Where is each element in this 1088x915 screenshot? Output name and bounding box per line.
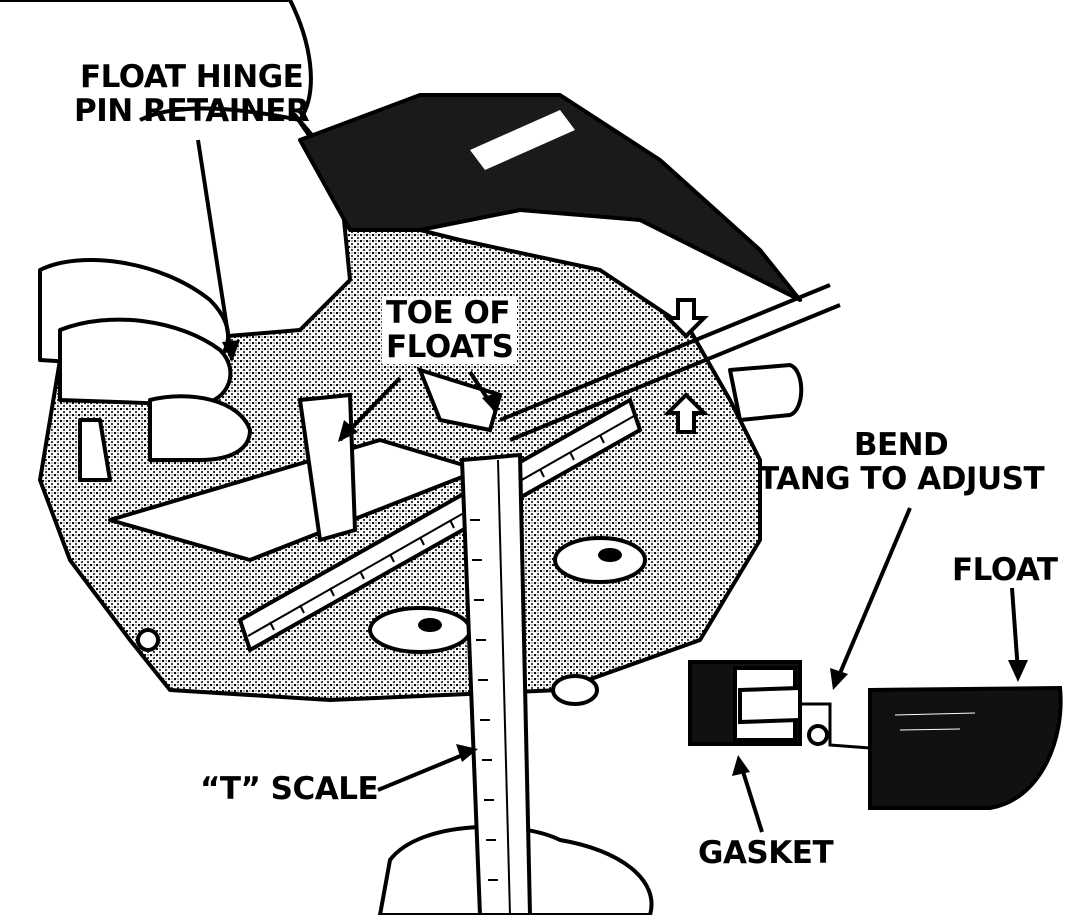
label-bend-tang-to-adjust: BEND TANG TO ADJUST xyxy=(758,427,1045,497)
label-toe-line2: FLOATS xyxy=(386,329,514,365)
arrowhead-float xyxy=(1008,660,1028,682)
label-toe-line1: TOE OF xyxy=(386,295,511,331)
arrowhead-toe-right xyxy=(482,392,498,414)
label-t-scale: “T” SCALE xyxy=(200,771,379,807)
leader-hinge-pin xyxy=(196,139,234,361)
leader-float xyxy=(1010,587,1020,673)
arrowhead-gasket xyxy=(732,755,750,776)
label-float: FLOAT xyxy=(952,552,1058,588)
arrowhead-hinge-pin xyxy=(222,340,240,362)
arrowhead-bend-tang xyxy=(830,668,848,690)
label-float-hinge-line1: FLOAT HINGE xyxy=(79,59,304,95)
label-float-hinge-pin-retainer: FLOAT HINGE PIN RETAINER xyxy=(74,59,310,129)
float-inset xyxy=(688,660,1063,810)
label-bend-line2: TANG TO ADJUST xyxy=(758,461,1045,497)
t-scale-vertical xyxy=(459,452,533,915)
carburetor-body xyxy=(0,0,804,915)
arrowhead-t-scale xyxy=(456,744,478,762)
label-bend-line1: BEND xyxy=(853,427,949,463)
label-toe-of-floats: TOE OF FLOATS xyxy=(382,295,518,365)
label-float-hinge-line2: PIN RETAINER xyxy=(74,93,310,129)
leader-gasket xyxy=(738,761,764,833)
leader-lines xyxy=(196,139,1020,833)
leader-arrowheads xyxy=(222,340,1028,776)
leader-t-scale xyxy=(377,750,471,792)
adjust-arrows xyxy=(663,298,709,434)
arrowhead-toe-left xyxy=(338,420,358,442)
label-gasket: GASKET xyxy=(698,835,834,871)
leader-bend-tang xyxy=(833,507,912,686)
